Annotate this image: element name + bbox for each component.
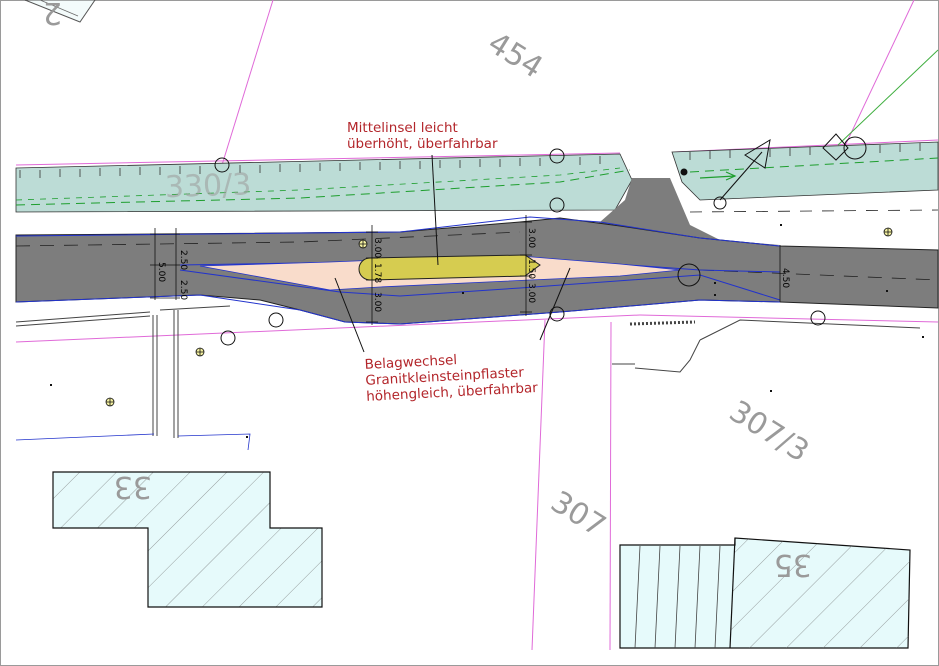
lot-lines [15,433,251,451]
dimension-lines [150,215,781,325]
dim-left-top: 2.50 [178,250,188,270]
annotation-island-line1: Mittelinsel leicht [347,120,458,136]
site-circles [214,136,867,346]
building-35-label: 35 [774,547,812,582]
parcel-label-330-3: 330/3 [164,167,252,205]
annotation-leaders [334,154,571,353]
annotation-island-line2: überhöht, überfahrbar [347,136,498,152]
curb-details [15,305,921,438]
dim-mid-top: 3.00 [372,238,382,258]
dimension-texts: 2.50 5.00 2.50 3.00 1.78 3.00 3.00 1.50 … [156,228,790,312]
building-35: 35 [619,537,911,649]
dim-right-bot: 3.00 [526,283,536,303]
annotation-surface-line1: Belagwechsel [364,352,457,373]
parcel-fragment-top-left: 2 [24,0,96,30]
dim-mid-island: 1.78 [372,263,382,283]
central-island [358,254,541,281]
parcel-label-top-left: 2 [43,0,62,30]
dim-left-total: 5.00 [156,262,166,282]
green-survey-line [837,49,939,146]
survey-points [50,224,924,438]
dim-right-island: 1.50 [526,259,536,279]
direction-arrow-icon [719,133,849,201]
dim-right-top: 3.00 [526,228,536,248]
dim-far-right: 4.50 [780,268,790,288]
crosshair-markers [105,227,893,407]
dim-mid-bot: 3.00 [372,292,382,312]
building-33: 33 [52,469,323,608]
sidewalk-strip [15,141,939,213]
annotation-island: Mittelinsel leicht überhöht, überfahrbar [347,120,498,152]
building-33-label: 33 [114,469,152,504]
dim-left-bot: 2.50 [178,280,188,300]
